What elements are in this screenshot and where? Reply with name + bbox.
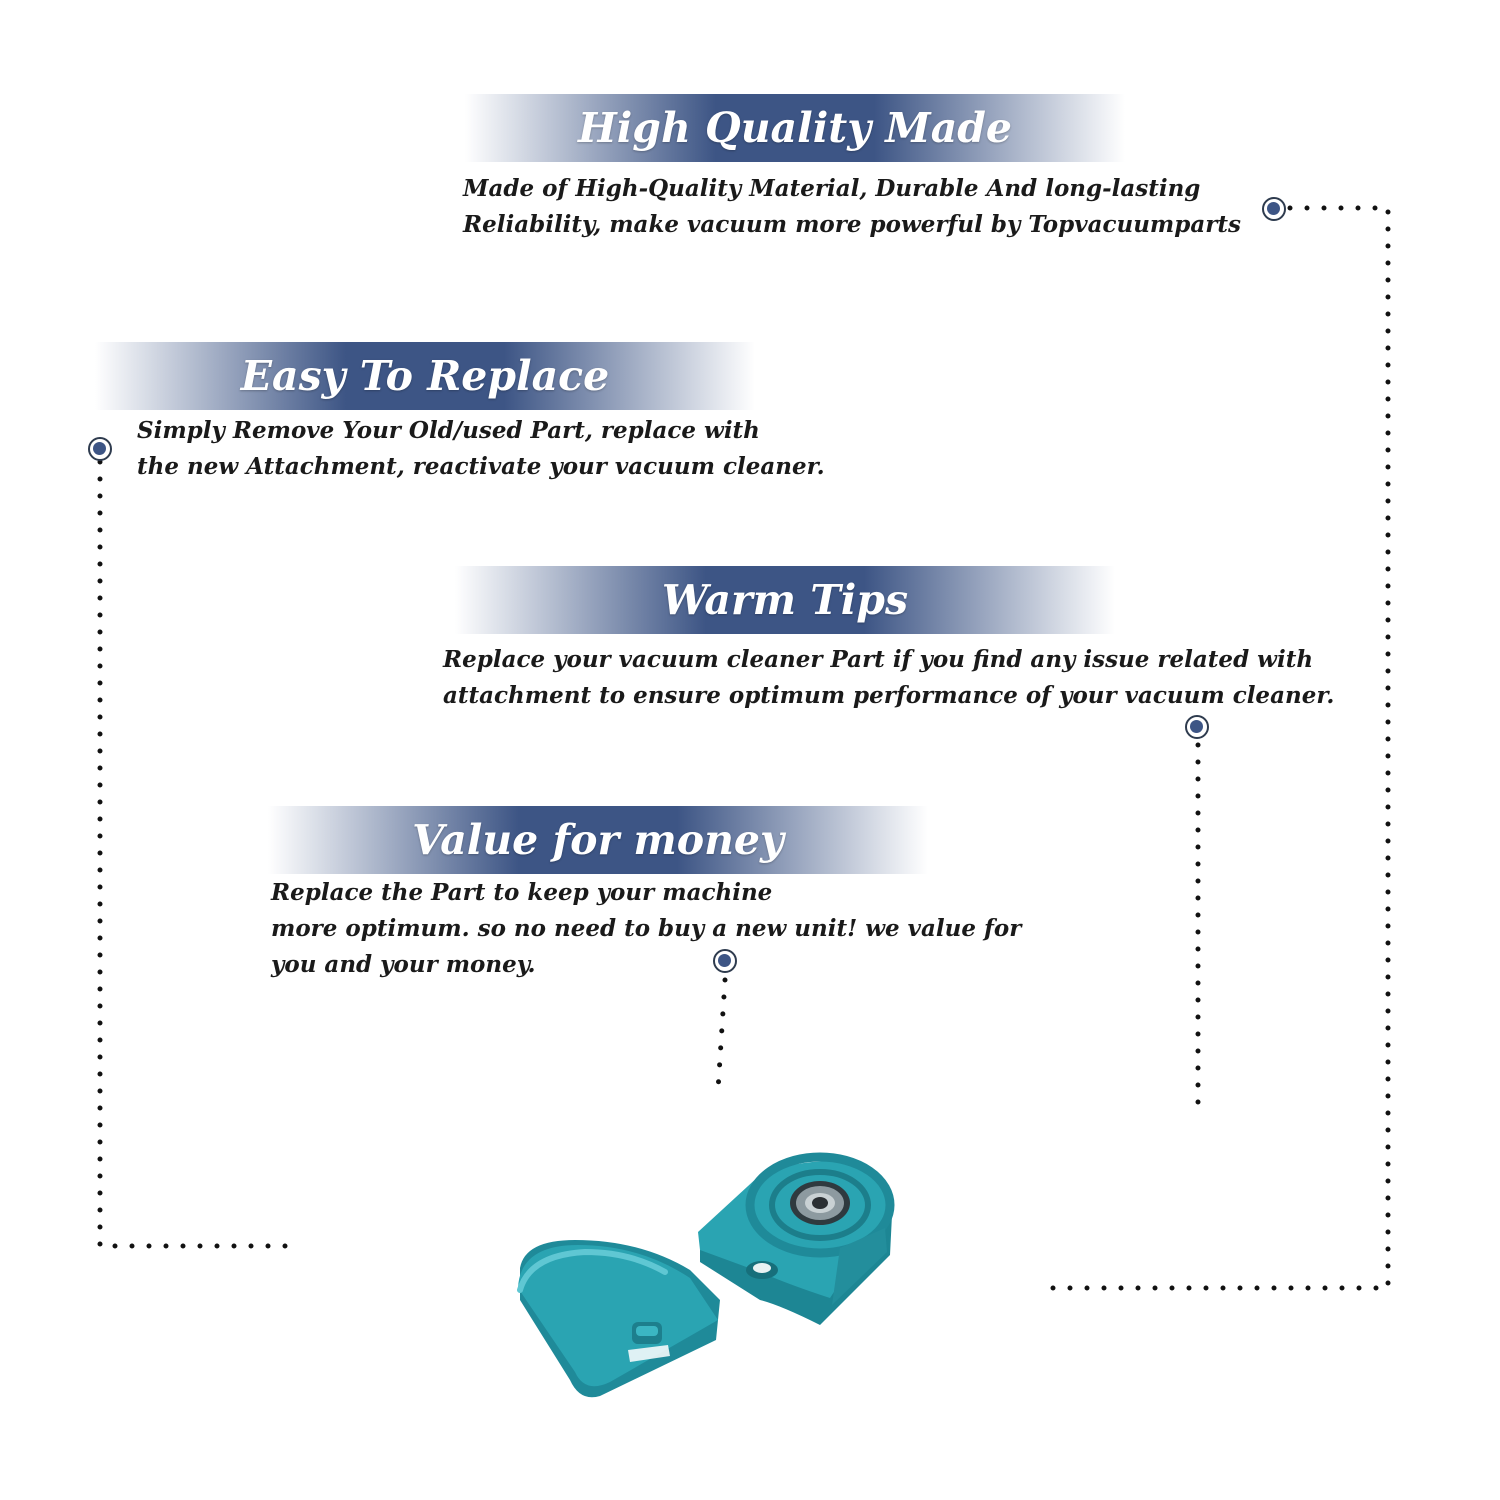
banner-high-quality: High Quality Made [465, 94, 1125, 162]
banner-easy-replace: Easy To Replace [95, 342, 755, 410]
description-tips: Replace your vacuum cleaner Part if you … [443, 642, 1334, 714]
description-line: attachment to ensure optimum performance… [443, 682, 1335, 709]
description-replace: Simply Remove Your Old/used Part, replac… [137, 413, 825, 485]
connector-value [715, 977, 728, 1093]
banner-value-money: Value for money [268, 806, 928, 874]
connector-replace [97, 459, 299, 1249]
banner-title-replace: Easy To Replace [240, 352, 610, 400]
circle-bullet-icon [1262, 197, 1286, 221]
circle-bullet-icon [88, 437, 112, 461]
circle-bullet-icon [713, 949, 737, 973]
description-line: Simply Remove Your Old/used Part, replac… [137, 417, 760, 444]
banner-title-quality: High Quality Made [577, 104, 1013, 152]
description-line: Reliability, make vacuum more powerful b… [463, 211, 1241, 238]
circle-bullet-icon [1185, 715, 1209, 739]
description-line: the new Attachment, reactivate your vacu… [137, 453, 825, 480]
banner-warm-tips: Warm Tips [455, 566, 1115, 634]
connector-quality [1033, 205, 1391, 1291]
description-line: Made of High-Quality Material, Durable A… [463, 175, 1201, 202]
banner-title-tips: Warm Tips [661, 576, 909, 624]
bearing-holder-icon [698, 1152, 895, 1325]
banner-title-value: Value for money [412, 816, 784, 864]
cover-plate-icon [517, 1240, 720, 1398]
description-line: you and your money. [271, 951, 536, 978]
description-value: Replace the Part to keep your machine mo… [271, 875, 1021, 983]
description-line: Replace your vacuum cleaner Part if you … [443, 646, 1314, 673]
description-line: Replace the Part to keep your machine [271, 879, 773, 906]
description-quality: Made of High-Quality Material, Durable A… [463, 171, 1241, 243]
description-line: more optimum. so no need to buy a new un… [271, 915, 1022, 942]
